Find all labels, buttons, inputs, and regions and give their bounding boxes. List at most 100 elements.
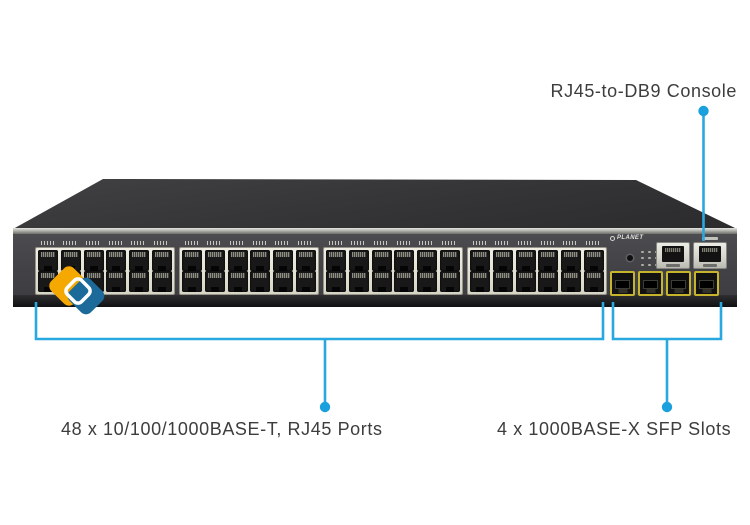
brand-text: PLANET: [617, 235, 644, 241]
port-number-mark: [86, 240, 102, 245]
rj45-port: [326, 271, 346, 292]
rj45-pins: [154, 252, 169, 257]
rj45-pins: [230, 273, 245, 278]
port-number-mark: [184, 240, 200, 245]
mgmt-port-label-mark: [666, 264, 680, 267]
sfp-bracket-dot: [661, 401, 673, 413]
port-number-mark: [442, 240, 458, 245]
rj45-port: [204, 250, 225, 271]
rj45-pins: [420, 273, 435, 278]
switch-front-edge: [13, 228, 737, 234]
rj45-pins: [329, 252, 343, 257]
rj45-port: [515, 271, 536, 292]
rj45-pins: [495, 273, 510, 278]
rj45-notch: [233, 266, 242, 271]
brand-logo: PLANET: [610, 235, 643, 241]
sfp-slot: [666, 271, 691, 296]
rj45-pins: [154, 273, 169, 278]
rj45-pins: [564, 252, 579, 257]
rj45-notch: [476, 287, 484, 292]
brand-orb-icon: [610, 235, 615, 241]
rj45-pins: [298, 252, 313, 257]
rj45-pins: [132, 252, 147, 257]
rj45-port: [182, 271, 202, 292]
rj45-pins: [397, 252, 412, 257]
rj45-notch: [521, 266, 530, 271]
led-dot: [648, 263, 651, 266]
sfp-slot: [610, 271, 635, 296]
port-number-marks: [467, 238, 607, 247]
switch-top-face: [13, 179, 737, 229]
rj45-port: [129, 250, 150, 271]
rj45-notch: [256, 266, 265, 271]
rj45-port: [492, 250, 513, 271]
rj45-pins: [702, 248, 718, 252]
management-ports: [656, 237, 727, 269]
rj45-pins: [63, 252, 78, 257]
port-number-mark: [374, 240, 390, 245]
rj45-port: [583, 271, 604, 292]
port-group: [467, 238, 607, 295]
rj45-pins: [541, 273, 556, 278]
rj45-notch: [589, 287, 598, 292]
rj45-port: [561, 250, 582, 271]
rj45-pins: [351, 252, 366, 257]
rj45-pins: [230, 252, 245, 257]
rj45-port: [151, 250, 172, 271]
port-number-mark: [154, 240, 170, 245]
network-switch: PLANET: [13, 179, 737, 307]
port-number-mark: [419, 240, 435, 245]
port-number-mark: [563, 240, 579, 245]
rj45-port: [538, 250, 559, 271]
port-number-mark: [252, 240, 268, 245]
rj45-notch: [567, 266, 576, 271]
rj45-pins: [41, 273, 55, 278]
rj45-notch: [112, 266, 121, 271]
rj45-notch: [89, 266, 98, 271]
rj45-port: [371, 250, 392, 271]
rj45-port: [394, 271, 415, 292]
port-panel: [467, 247, 607, 295]
rj45-notch: [445, 266, 454, 271]
port-row: [182, 250, 316, 271]
rj45-console-port: [693, 237, 727, 269]
rj45-pins: [207, 252, 222, 257]
rj45-pins: [132, 273, 147, 278]
rj45-pins: [473, 252, 487, 257]
rj45-port: [371, 271, 392, 292]
rj45-pins: [586, 273, 601, 278]
rj45-pins: [86, 252, 101, 257]
rj45-port: [583, 250, 604, 271]
logo-white-ring: [64, 277, 92, 305]
sfp-slots: [610, 271, 719, 296]
rj45-port: [538, 271, 559, 292]
rj45-notch: [279, 287, 288, 292]
rj45-port: [417, 250, 438, 271]
rj45-notch: [44, 287, 52, 292]
rj45-pins: [541, 252, 556, 257]
rj45-bracket: [34, 302, 605, 341]
rj45-port: [470, 250, 490, 271]
port-number-mark: [63, 240, 79, 245]
rj45-pins: [495, 252, 510, 257]
port-row: [38, 250, 172, 271]
rj45-pins: [207, 273, 222, 278]
rj45-notch: [188, 287, 196, 292]
port-panel: [35, 247, 175, 295]
led-dot: [641, 257, 644, 260]
rj45-pins: [253, 273, 268, 278]
rj45-notch: [157, 266, 166, 271]
rj45-port: [204, 271, 225, 292]
sfp-bracket: [611, 302, 723, 341]
rj45-notch: [498, 287, 507, 292]
rj45-pins: [329, 273, 343, 278]
rj45-port: [348, 271, 369, 292]
rj45-notch: [301, 266, 310, 271]
rj45-pins: [397, 273, 412, 278]
port-number-mark: [472, 240, 488, 245]
rj45-notch: [521, 287, 530, 292]
port-row: [326, 250, 460, 271]
rj45-pins: [420, 252, 435, 257]
rj45-port: [439, 271, 460, 292]
port-group: [323, 238, 463, 295]
